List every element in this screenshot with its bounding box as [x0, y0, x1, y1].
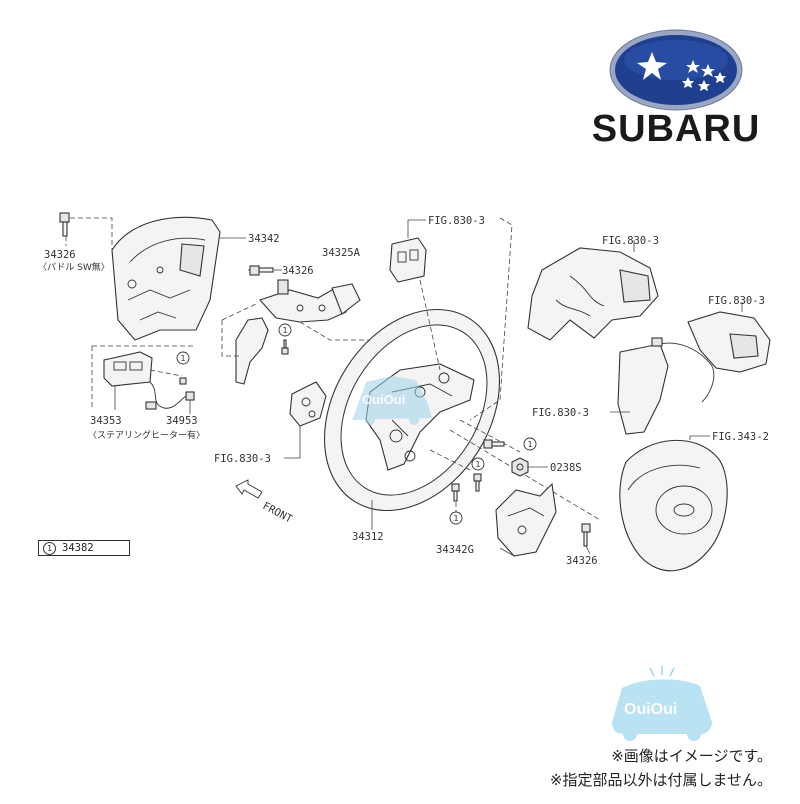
image-disclaimer: ※画像はイメージです。 [611, 747, 772, 765]
label-fig830-right1: FIG.830-3 [602, 235, 659, 247]
label-34326-bottom: 34326 [566, 555, 598, 567]
svg-text:1: 1 [180, 354, 185, 363]
svg-text:1: 1 [282, 326, 287, 335]
label-34342: 34342 [248, 233, 280, 245]
label-34953: 34953 [166, 415, 198, 427]
right-switch-harness [617, 337, 715, 435]
label-fig343: FIG.343-2 [712, 431, 769, 443]
screw-callout-1b [473, 473, 482, 492]
lower-cover-34342G [495, 482, 557, 557]
label-front: FRONT [261, 500, 295, 526]
bolt-34326-bottom [581, 523, 591, 547]
front-arrow [235, 479, 263, 499]
airbag-module [619, 439, 728, 572]
watermark-text-center: OuiOui [362, 392, 405, 407]
label-fig830-mid: FIG.830-3 [532, 407, 589, 419]
bolt-callout-1a [483, 439, 505, 449]
right-switch-assembly-1 [527, 247, 659, 341]
callout-1-heater: 1 [176, 351, 190, 365]
label-paddle-note: 〈パドル SW無〉 [38, 261, 110, 273]
label-fig830-top: FIG.830-3 [428, 215, 485, 227]
steering-heater-module [103, 351, 153, 387]
paddle-switch-bracket [235, 279, 361, 385]
screw-callout-bracket [281, 339, 289, 355]
callout-1-wheel-low: 1 [449, 511, 463, 525]
callout-1-bracket: 1 [278, 323, 292, 337]
heater-harness [145, 381, 195, 410]
right-switch-assembly-2 [687, 311, 771, 373]
parts-disclaimer: ※指定部品以外は付属しません。 [549, 771, 772, 789]
subaru-pleiades-logo [609, 29, 743, 111]
watermark-text-bottom: OuiOui [624, 701, 677, 718]
svg-text:1: 1 [475, 460, 480, 469]
car-watermark-icon [352, 376, 432, 425]
callout-1-wheel-mid: 1 [471, 457, 485, 471]
nut-0238S [511, 457, 529, 477]
car-watermark-icon-bottom [612, 666, 712, 741]
legend-number: 1 [43, 541, 56, 555]
left-control-switch [289, 381, 327, 427]
bolt-34326-mid [249, 265, 274, 276]
label-fig830-left: FIG.830-3 [214, 453, 271, 465]
label-34325A: 34325A [322, 247, 361, 259]
screw-callout-heater [179, 377, 187, 385]
label-34326-top: 34326 [44, 249, 76, 261]
bolt-34326-top [59, 212, 70, 237]
callout-legend: 1 34382 [38, 540, 130, 556]
label-34326-mid: 34326 [282, 265, 314, 277]
label-fig830-right2: FIG.830-3 [708, 295, 765, 307]
label-heater-note: 〈ステアリングヒーター有〉 [88, 429, 205, 441]
label-34342G: 34342G [436, 544, 474, 556]
label-0238S: 0238S [550, 462, 582, 474]
callout-1-wheel-right: 1 [523, 437, 537, 451]
label-34312: 34312 [352, 531, 384, 543]
svg-text:1: 1 [453, 514, 458, 523]
legend-part: 34382 [62, 542, 94, 554]
label-34353: 34353 [90, 415, 122, 427]
brand-wordmark: SUBARU [591, 108, 761, 150]
screw-callout-1c [451, 483, 460, 502]
svg-text:1: 1 [527, 440, 532, 449]
top-switch-module [389, 237, 427, 283]
column-cover-upper [111, 216, 221, 341]
